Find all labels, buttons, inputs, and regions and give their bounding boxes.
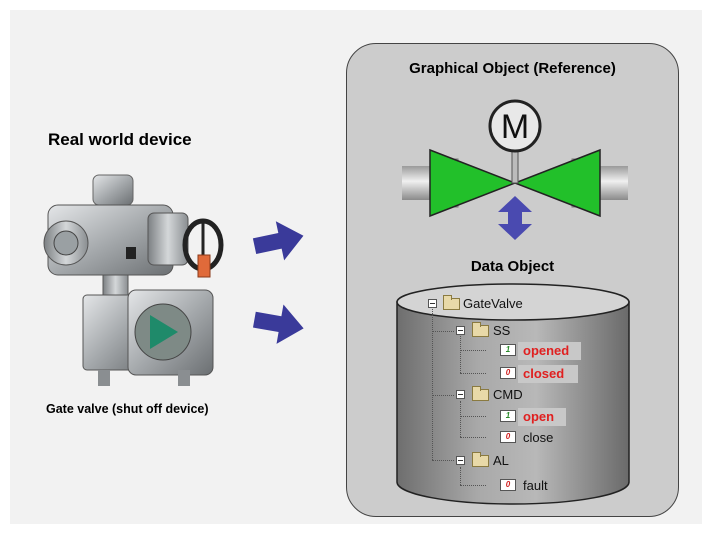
arrow-right-icon xyxy=(252,221,304,261)
real-world-device-title: Real world device xyxy=(48,130,192,149)
arrow-right-icon xyxy=(252,304,304,344)
data-cylinder xyxy=(396,283,630,505)
valve-symbol: M xyxy=(402,99,628,240)
gate-valve-caption: Gate valve (shut off device) xyxy=(46,402,209,416)
motor-letter: M xyxy=(501,108,529,146)
gate-valve-photo xyxy=(43,174,224,386)
graphical-object-title: Graphical Object (Reference) xyxy=(409,60,616,77)
data-object-title: Data Object xyxy=(470,258,555,275)
